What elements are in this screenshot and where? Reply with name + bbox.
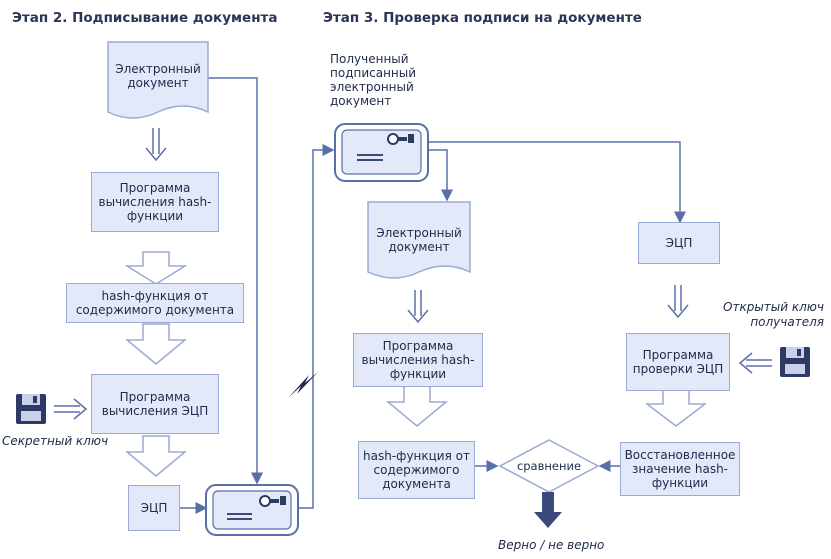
stage2-ecp-program-label: Программа вычисления ЭЦП [101,390,209,418]
stage2-hash-program-box: Программа вычисления hash-функции [91,172,219,232]
stage2-ecp-label: ЭЦП [140,501,168,515]
doc-shape-stage3 [367,201,471,279]
stage3-hash-result-label: hash-функция от содержимого документа [363,449,470,491]
double-arrow-down-2 [407,290,429,324]
transmission-line [298,144,335,509]
verdict-arrow-head [534,512,562,528]
double-arrow-right-secret [54,398,88,420]
signed-envelope-icon-stage3 [334,123,429,182]
doc-to-envelope-line [208,77,263,485]
block-arrow-4 [385,385,449,427]
stage3-hash-program-label: Программа вычисления hash-функции [361,339,475,381]
stage2-ecp-box: ЭЦП [128,485,180,531]
compare-diamond [498,439,600,493]
stage2-title: Этап 2. Подписывание документа [12,10,278,26]
floppy-disk-icon-public [780,347,810,377]
lightning-icon [288,372,318,398]
envelope-to-doc-line [428,149,453,202]
stage3-ecp-box: ЭЦП [638,222,720,264]
verify-program-label: Программа проверки ЭЦП [632,348,724,376]
double-arrow-left-public [738,352,772,374]
verdict-label: Верно / не верно [498,538,605,552]
secret-key-label: Секретный ключ [2,434,109,448]
stage3-doc-label: Электронный документ [376,226,462,254]
stage3-ecp-label: ЭЦП [665,236,693,250]
block-arrow-3 [124,435,188,477]
restored-hash-label: Восстановленное значение hash-функции [624,448,736,490]
block-arrow-2 [124,323,188,365]
restored-hash-box: Восстановленное значение hash-функции [620,442,740,496]
stage2-doc-label: Электронный документ [115,62,201,90]
compare-label: сравнение [516,459,582,473]
stage2-hash-result-label: hash-функция от содержимого документа [75,289,235,317]
stage3-hash-result-box: hash-функция от содержимого документа [358,441,475,499]
double-arrow-down-1 [145,128,167,162]
double-arrow-down-3 [667,285,689,319]
verify-program-box: Программа проверки ЭЦП [626,333,730,391]
stage2-ecp-program-box: Программа вычисления ЭЦП [91,374,219,434]
envelope-to-ecp-line [428,141,686,224]
block-arrow-5 [644,389,708,427]
verdict-arrow-shaft [542,492,554,514]
floppy-disk-icon-secret [16,394,46,424]
stage2-hash-program-label: Программа вычисления hash-функции [98,181,212,223]
public-key-label: Открытый ключ получателя [723,300,824,329]
signed-envelope-icon-stage2 [205,484,299,536]
doc-shape-stage2 [107,41,209,119]
block-arrow-1 [124,251,188,285]
stage2-hash-result-box: hash-функция от содержимого документа [66,283,244,323]
stage3-hash-program-box: Программа вычисления hash-функции [353,333,483,387]
received-document-label: Полученный подписанный электронный докум… [330,52,417,108]
stage3-title: Этап 3. Проверка подписи на документе [323,10,642,26]
